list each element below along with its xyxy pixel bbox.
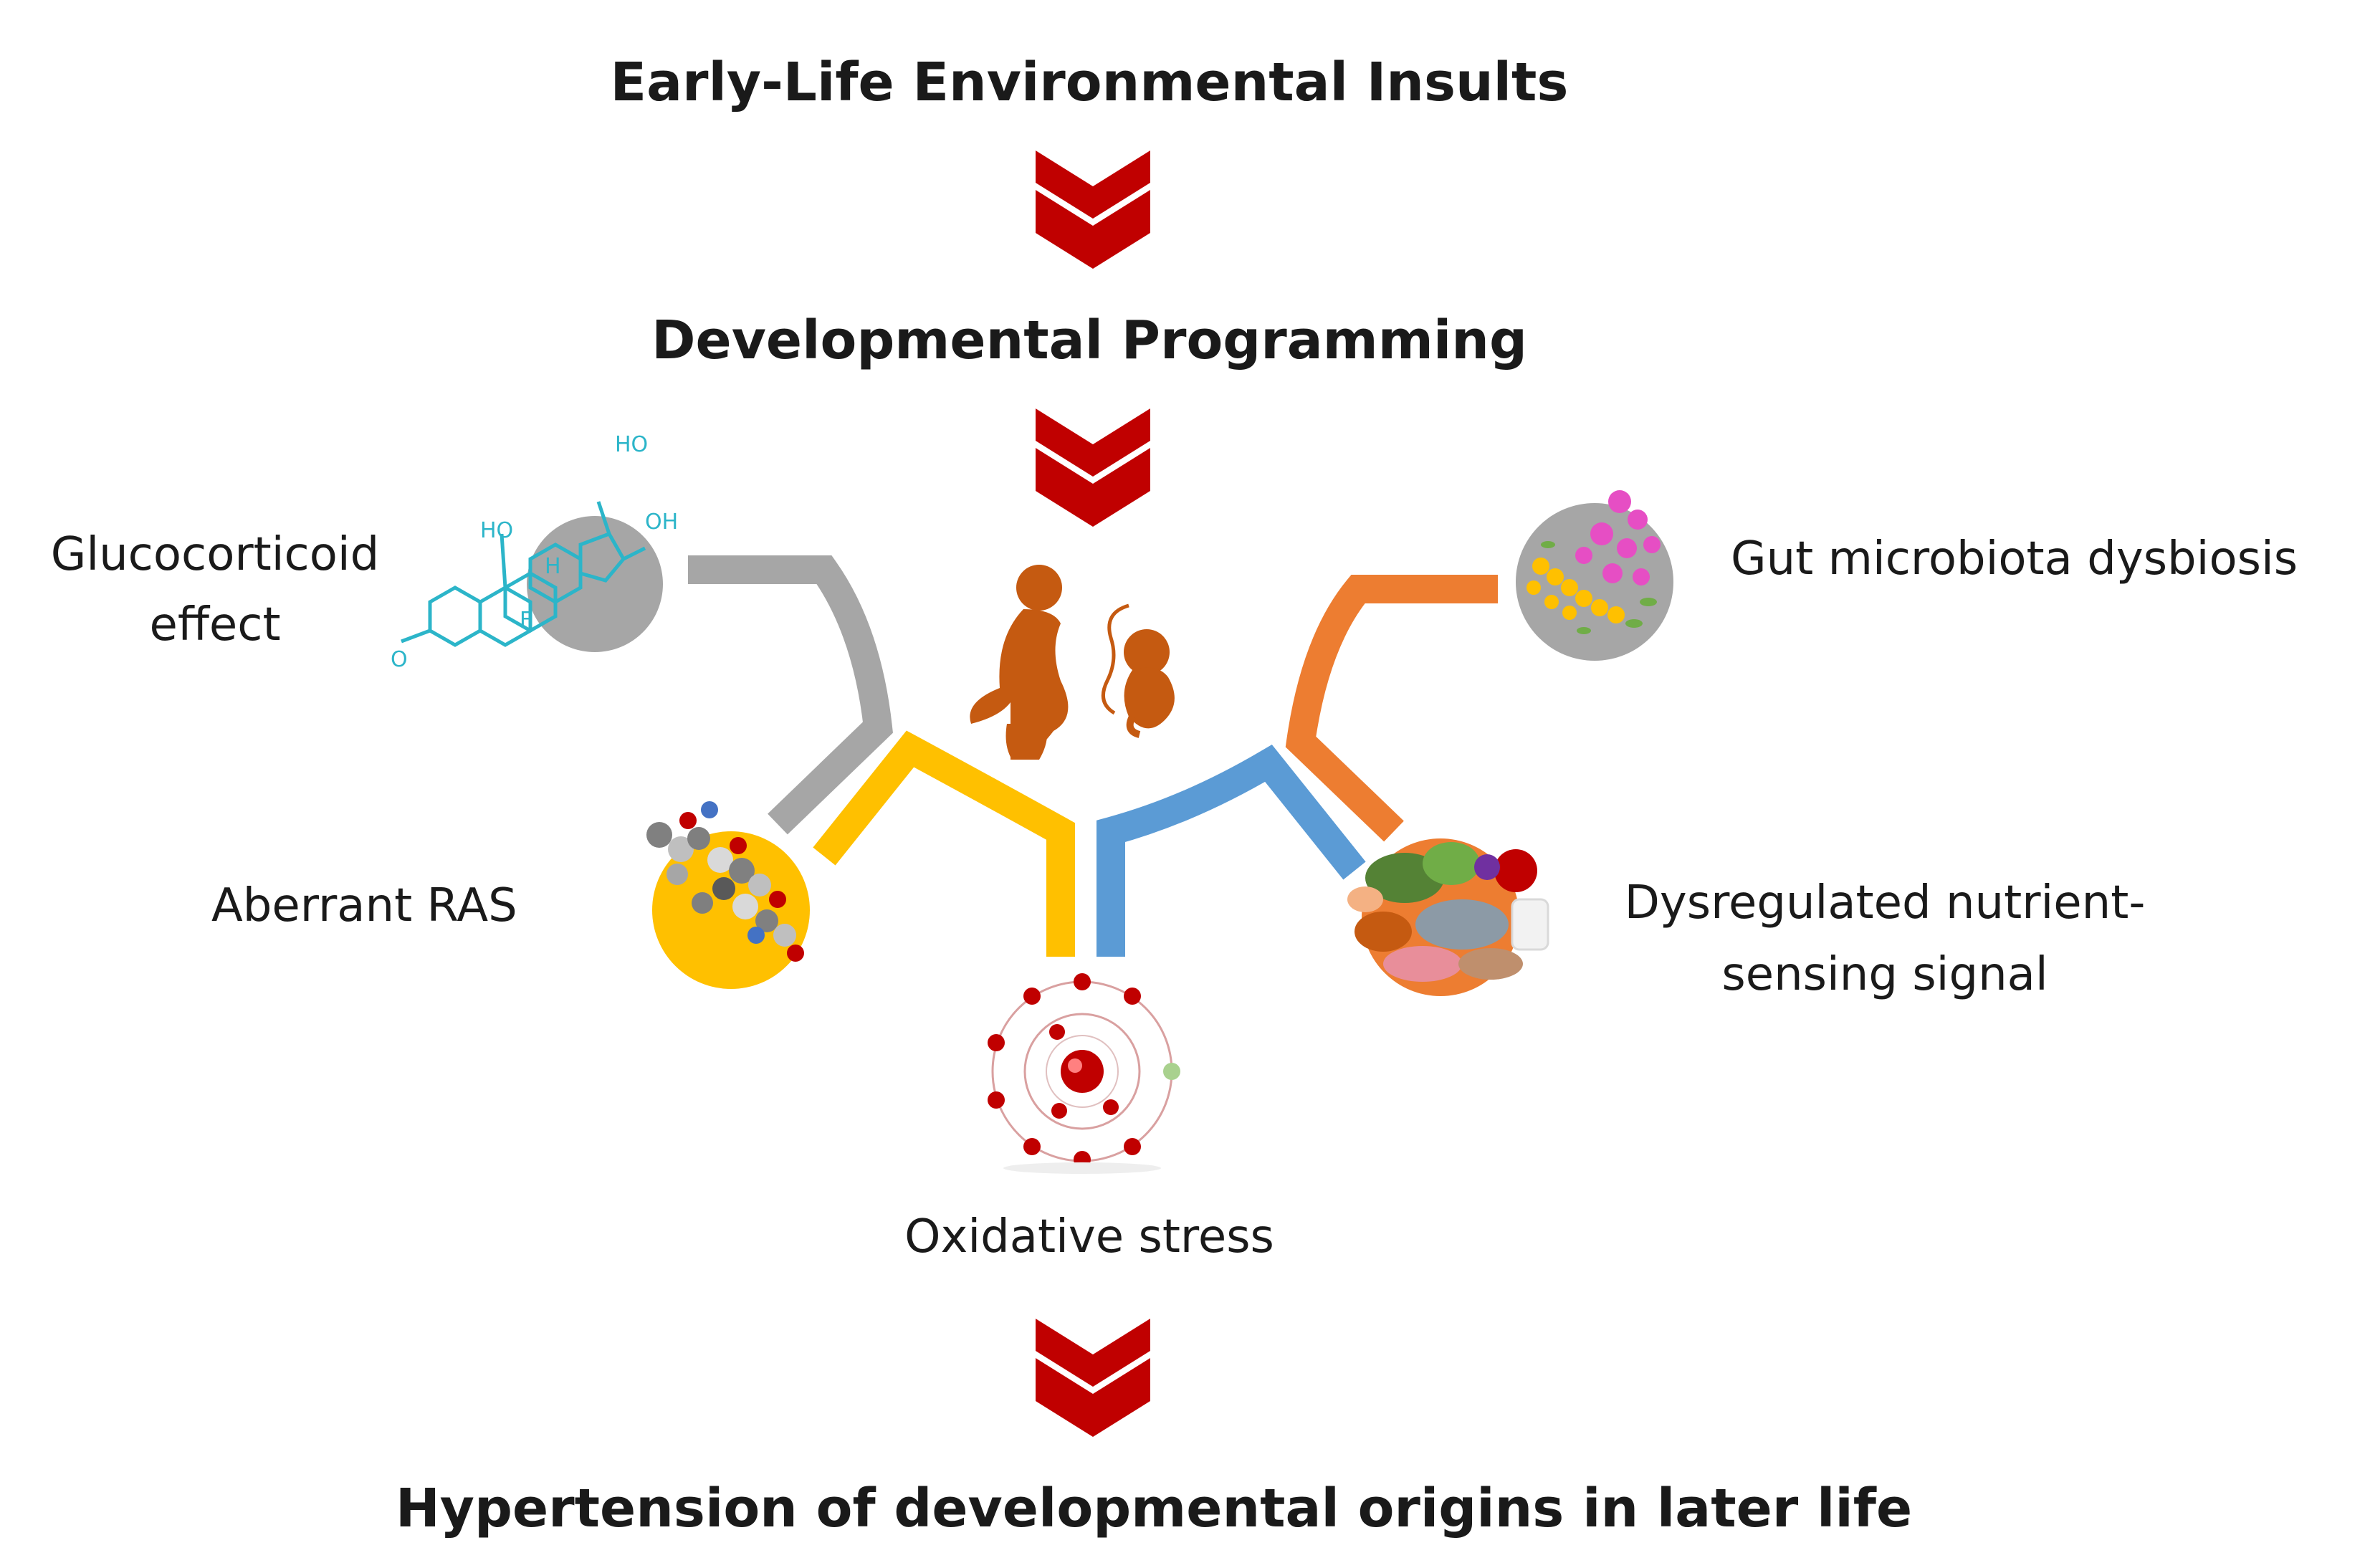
step-developmental-programming: Developmental Programming: [651, 310, 1527, 371]
svg-text:HO: HO: [480, 518, 513, 543]
nutrient-connector: [1096, 744, 1366, 957]
svg-text:O: O: [391, 647, 408, 672]
label-glucocorticoid-line2: effect: [149, 598, 281, 651]
gut-connector: [1285, 575, 1498, 842]
svg-text:HO: HO: [615, 432, 648, 457]
label-oxidative-stress: Oxidative stress: [904, 1210, 1274, 1263]
title: Early-Life Environmental Insults: [610, 52, 1569, 113]
double-chevron-down-icon: [1036, 408, 1150, 527]
food-assortment-icon: [1347, 838, 1549, 996]
ras-connector: [813, 730, 1075, 957]
bacteria-cluster-icon: [1516, 490, 1673, 661]
conclusion-heading: Hypertension of developmental origins in…: [395, 1478, 1913, 1539]
glucocorticoid-connector: [688, 555, 893, 835]
svg-text:OH: OH: [645, 510, 678, 535]
steroid-molecule-icon: HO HO OH H F O: [391, 432, 678, 672]
double-chevron-down-icon: [1036, 1319, 1150, 1437]
label-gut-microbiota: Gut microbiota dysbiosis: [1731, 532, 2298, 585]
svg-text:F: F: [520, 608, 532, 633]
double-chevron-down-icon: [1036, 150, 1150, 269]
label-glucocorticoid-line1: Glucocorticoid: [50, 528, 380, 581]
atom-model-icon: [988, 973, 1180, 1174]
label-nutrient-line2: sensing signal: [1721, 948, 2048, 1001]
label-nutrient-line1: Dysregulated nutrient-: [1624, 876, 2146, 929]
svg-text:H: H: [545, 554, 561, 579]
protein-molecule-model-icon: [646, 801, 810, 989]
pregnant-woman-and-fetus-icon: [970, 565, 1175, 760]
label-aberrant-ras: Aberrant RAS: [211, 879, 517, 932]
